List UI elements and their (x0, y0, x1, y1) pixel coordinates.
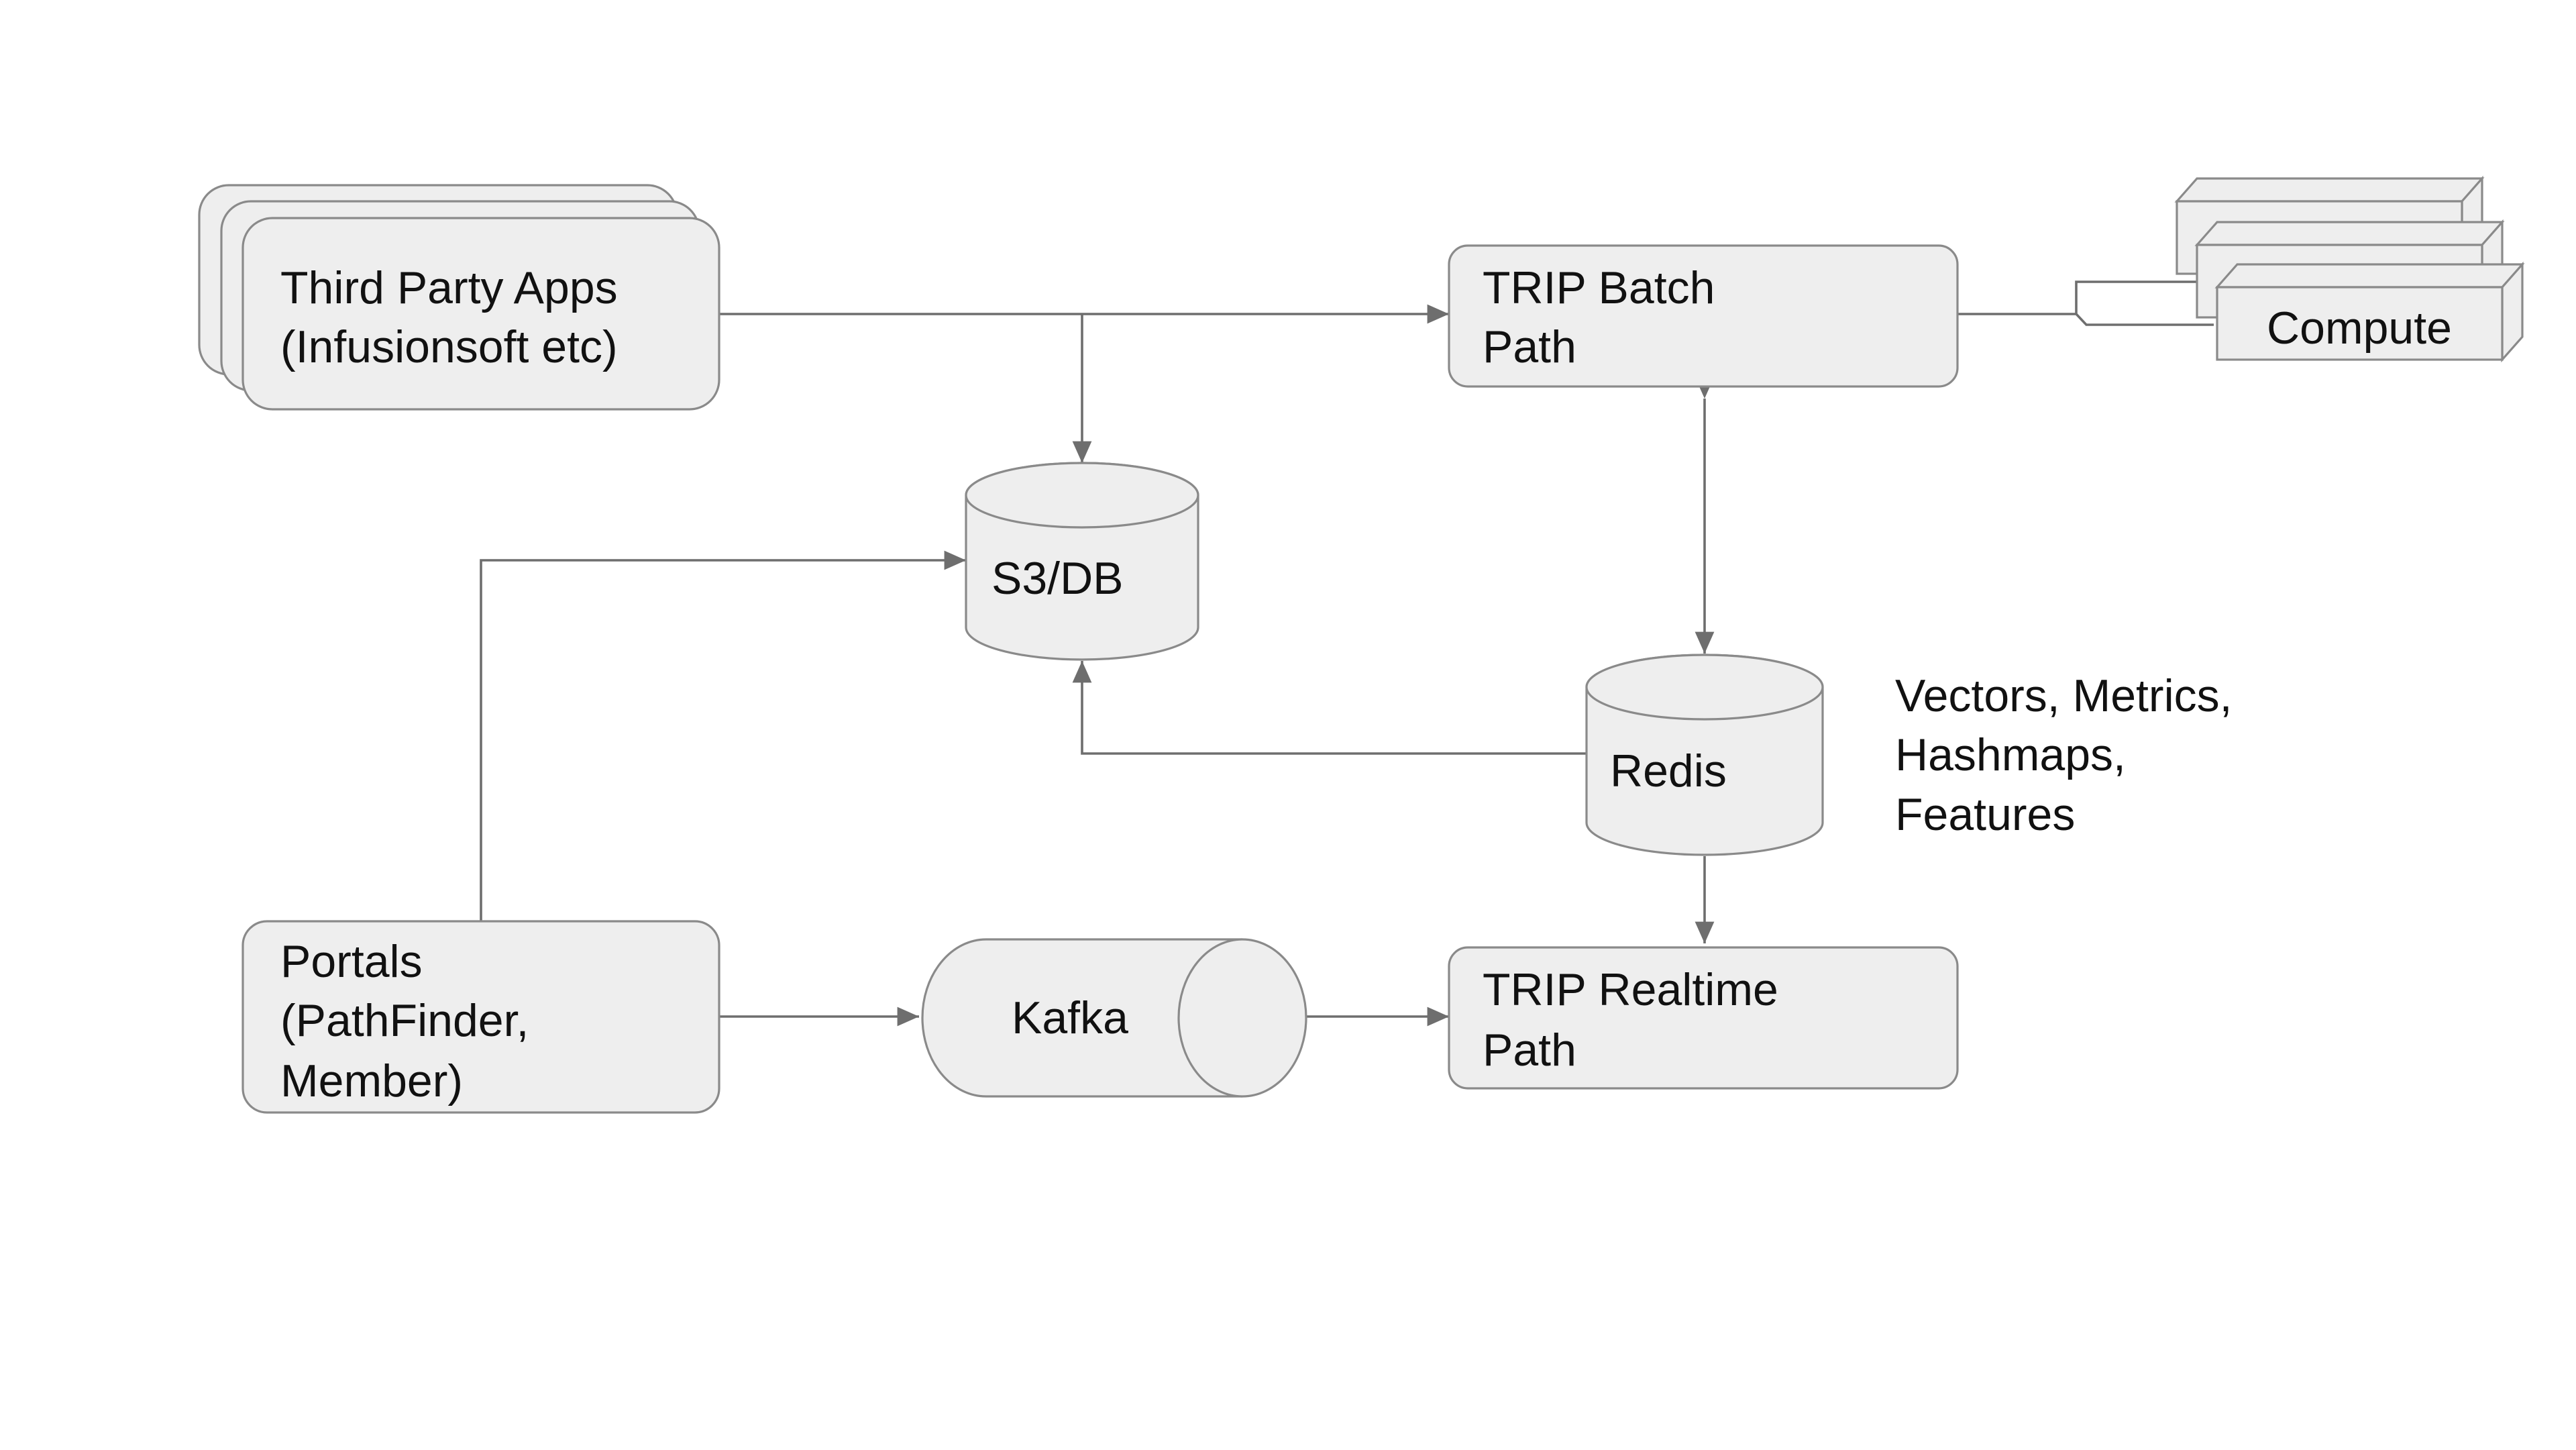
portals-label-line1: Portals (280, 936, 423, 987)
node-s3db: S3/DB (965, 462, 1199, 661)
edge-batch-to-compute (1957, 280, 2214, 326)
portals-label-line3: Member) (280, 1055, 463, 1106)
redis-label: Redis (1610, 745, 1727, 796)
trip-realtime-label-line1: TRIP Realtime (1483, 964, 1778, 1015)
portals-label-line2: (PathFinder, (280, 995, 529, 1046)
trip-batch-label-line1: TRIP Batch (1483, 262, 1715, 313)
edges (480, 280, 2214, 1027)
trip-batch-label-line2: Path (1483, 321, 1576, 372)
node-trip-realtime-path: TRIP Realtime Path (1448, 946, 1959, 1090)
third-party-apps-label-line1: Third Party Apps (280, 262, 618, 313)
redis-note-line1: Vectors, Metrics, (1895, 670, 2233, 721)
s3db-label: S3/DB (991, 553, 1124, 604)
node-redis: Redis (1585, 654, 1824, 856)
node-trip-batch-path: TRIP Batch Path (1448, 244, 1959, 388)
edge-redis-to-s3db (1072, 661, 1587, 755)
kafka-label: Kafka (1012, 992, 1128, 1043)
third-party-apps-label-line2: (Infusionsoft etc) (280, 321, 618, 372)
node-third-party-apps: Third Party Apps (Infusionsoft etc) (198, 184, 720, 411)
redis-note: Vectors, Metrics, Hashmaps, Features (1895, 670, 2233, 840)
trip-realtime-label-line2: Path (1483, 1025, 1576, 1076)
node-compute: Compute (2174, 175, 2525, 363)
node-portals: Portals (PathFinder, Member) (241, 920, 720, 1114)
edge-portals-to-s3db (480, 550, 966, 921)
redis-note-line2: Hashmaps, (1895, 729, 2126, 780)
node-kafka: Kafka (921, 938, 1307, 1098)
redis-note-line3: Features (1895, 789, 2075, 840)
compute-label: Compute (2267, 303, 2452, 354)
